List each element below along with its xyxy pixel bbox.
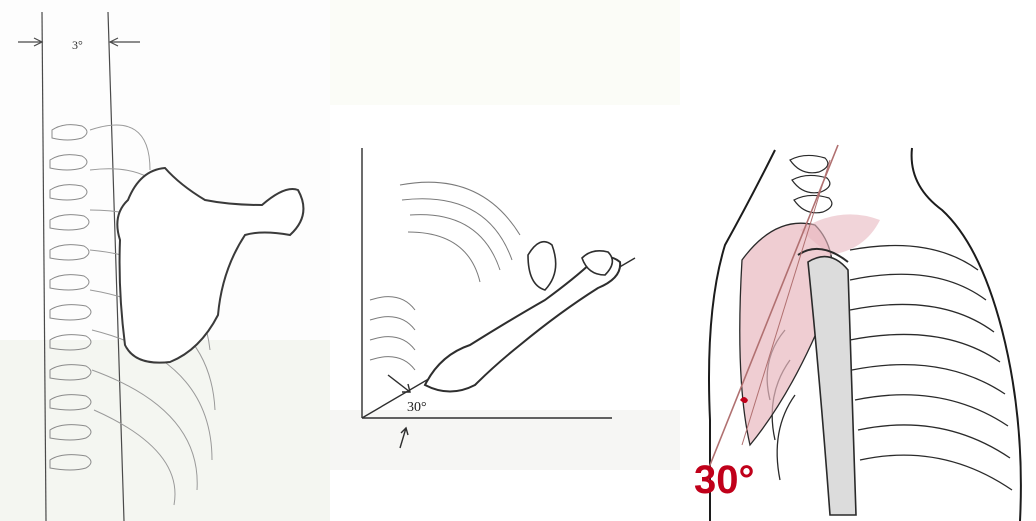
angle-label-30deg-colored: 30° [694, 458, 755, 503]
acromion-outline [528, 242, 556, 290]
upper-arrow-shaft [388, 375, 410, 392]
lateral-view-drawing [330, 0, 680, 521]
angle-label-3deg: 3° [72, 38, 83, 53]
posterior-view-drawing [0, 0, 330, 521]
anterior-view-figure: 30° [680, 0, 1036, 521]
paper-tint-bottom [330, 410, 680, 470]
angle-label-30deg: 30° [407, 400, 427, 416]
paper-tint [330, 0, 680, 105]
lateral-view-figure: 30° [330, 0, 680, 521]
scapula-lateral-outline [425, 257, 620, 392]
posterior-view-figure: 3° [0, 0, 330, 521]
anterior-view-drawing [680, 0, 1036, 521]
scapula-outline [117, 168, 303, 363]
